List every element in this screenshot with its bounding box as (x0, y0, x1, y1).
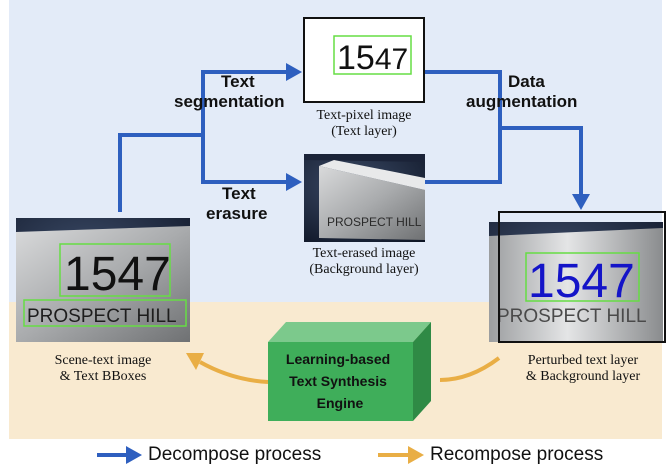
arrow-perturbed-to-engine (439, 356, 501, 382)
label-text-erasure: Text erasure (206, 184, 268, 223)
perturbed-image: 1547 PROSPECT HILL (489, 222, 663, 342)
arrow-to-text-pixel (201, 70, 288, 135)
decompose-arrows (118, 70, 583, 212)
scene-text-bbox-number (59, 243, 171, 297)
arrow-text-layer-out (423, 70, 502, 128)
label-text-segmentation: Text segmentation (174, 72, 285, 111)
arrow-engine-to-scene (199, 360, 269, 384)
arrow-scene-to-split (118, 133, 203, 212)
arrowhead-text-erased (286, 173, 302, 191)
scene-text-image: 1547 PROSPECT HILL (16, 218, 190, 342)
synthesis-engine-box: Learning-based Text Synthesis Engine (268, 322, 431, 421)
scene-text-name: PROSPECT HILL (27, 306, 177, 327)
arrow-to-text-erased (201, 135, 288, 184)
caption-text-pixel-image: Text-pixel image (Text layer) (316, 108, 412, 139)
legend-decompose-arrow (97, 446, 142, 464)
engine-top-face (268, 322, 431, 342)
engine-label: Learning-based Text Synthesis Engine (286, 351, 394, 411)
perturbed-number: 1547 (528, 255, 635, 308)
text-pixel-digits: 1547 (337, 39, 408, 77)
caption-perturbed-image: Perturbed text layer & Background layer (525, 353, 641, 384)
text-pixel-bbox (333, 35, 412, 75)
arrowhead-perturbed (572, 194, 590, 210)
legend-recompose-label: Recompose process (430, 444, 604, 465)
recompose-arrows (199, 356, 501, 384)
label-data-augmentation: Data augmentation (466, 72, 578, 111)
legend-decompose-label: Decompose process (148, 444, 322, 465)
arrow-to-perturbed (500, 126, 583, 196)
arrowhead-scene-text (186, 353, 204, 370)
legend-recompose-arrow (378, 446, 424, 464)
text-erased-image: PROSPECT HILL (304, 154, 425, 242)
scene-text-bbox-name (23, 299, 187, 327)
scene-text-number: 1547 (64, 248, 171, 301)
perturbed-name: PROSPECT HILL (497, 306, 647, 327)
engine-front-face (268, 342, 413, 421)
arrow-bg-layer-out (423, 128, 502, 184)
text-pixel-image-frame (303, 17, 425, 103)
perturbed-bbox-number (525, 252, 640, 302)
perturbed-frame (498, 211, 666, 343)
caption-scene-text-image: Scene-text image & Text BBoxes (54, 353, 152, 384)
engine-side-face (413, 322, 431, 421)
caption-text-erased-image: Text-erased image (Background layer) (309, 246, 419, 277)
text-erased-sign-name: PROSPECT HILL (327, 215, 422, 229)
arrowhead-text-pixel (286, 63, 302, 81)
decompose-arrowheads (286, 63, 590, 210)
